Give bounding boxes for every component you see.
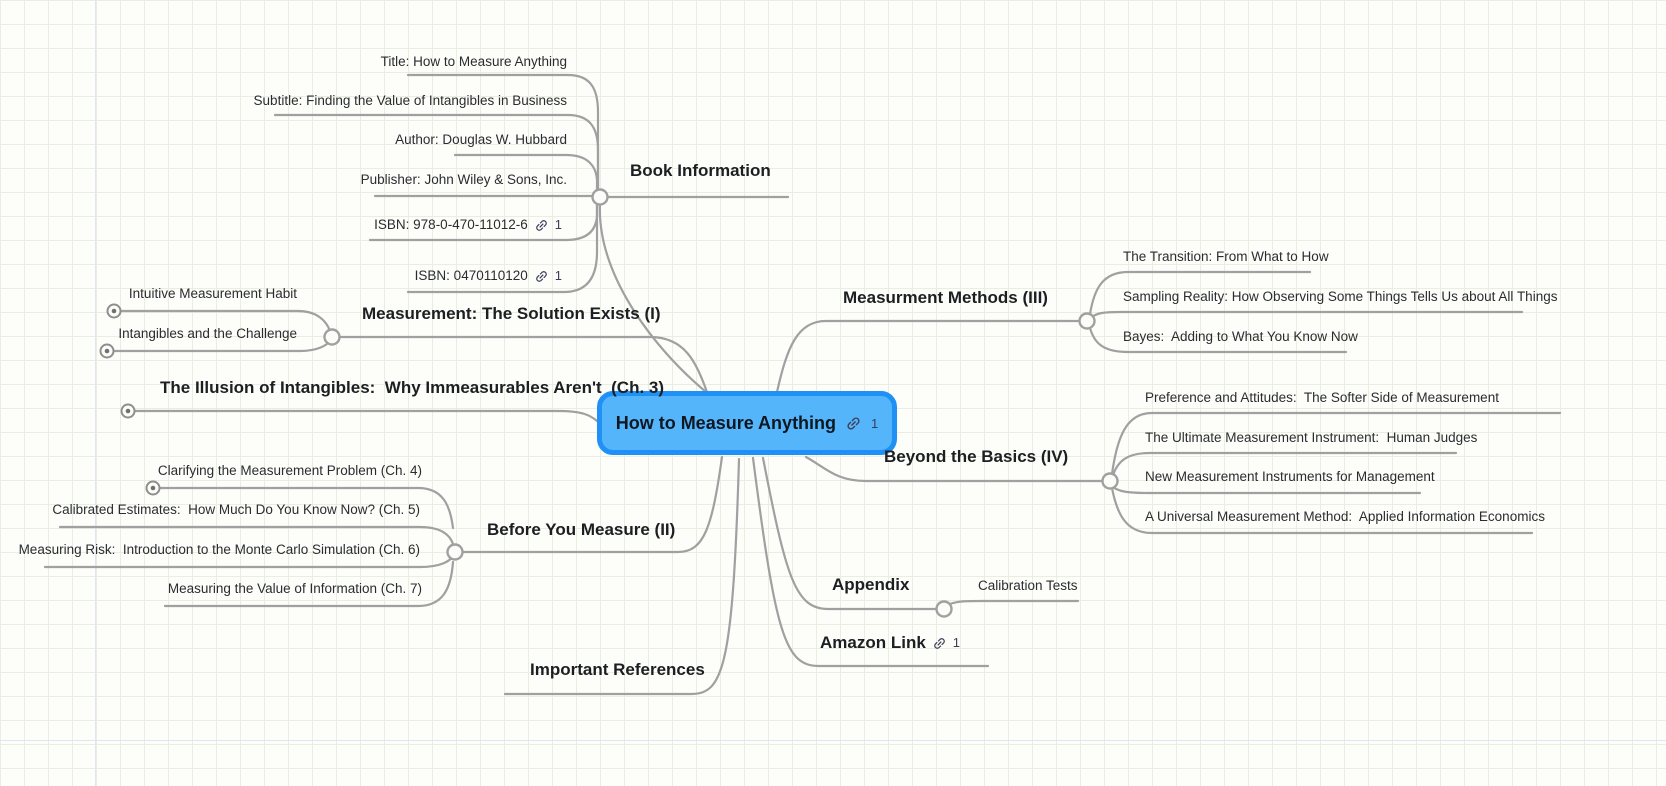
- connector: [775, 319, 1087, 394]
- connector: [157, 486, 455, 530]
- connector: [1110, 411, 1562, 476]
- connector: [751, 456, 990, 668]
- branch-important-references[interactable]: Important References: [530, 660, 705, 679]
- connector: [1111, 485, 1422, 495]
- node-intuitive-measurement-habit[interactable]: Intuitive Measurement Habit: [128, 286, 297, 301]
- node-universal-measurement-method[interactable]: A Universal Measurement Method: Applied …: [1145, 509, 1545, 524]
- node-measuring-value-of-information[interactable]: Measuring the Value of Information (Ch. …: [167, 581, 422, 596]
- node-publisher[interactable]: Publisher: John Wiley & Sons, Inc.: [360, 172, 567, 187]
- node-new-measurement-instruments[interactable]: New Measurement Instruments for Manageme…: [1145, 469, 1435, 484]
- connector: [406, 73, 600, 192]
- connector: [132, 409, 599, 423]
- connector: [503, 457, 741, 696]
- branch-beyond-the-basics[interactable]: Beyond the Basics (IV): [884, 447, 1069, 466]
- connector: [1088, 270, 1312, 316]
- node-calibrated-estimates[interactable]: Calibrated Estimates: How Much Do You Kn…: [52, 502, 420, 517]
- page-guide-horizontal: [0, 740, 1666, 741]
- node-isbn-13-label: ISBN: 978-0-470-11012-6: [374, 217, 528, 232]
- branch-hub[interactable]: [591, 188, 609, 206]
- connector: [453, 455, 724, 554]
- link-icon[interactable]: [534, 269, 549, 284]
- node-intangibles-and-the-challenge[interactable]: Intangibles and the Challenge: [118, 326, 297, 341]
- node-preference-and-attitudes[interactable]: Preference and Attitudes: The Softer Sid…: [1145, 390, 1499, 405]
- branch-amazon-link-label: Amazon Link: [820, 633, 926, 652]
- collapsed-node-indicator[interactable]: [120, 403, 136, 419]
- branch-book-information[interactable]: Book Information: [630, 161, 771, 180]
- node-calibration-tests[interactable]: Calibration Tests: [978, 578, 1078, 593]
- node-subtitle[interactable]: Subtitle: Finding the Value of Intangibl…: [253, 93, 567, 108]
- connector: [1090, 310, 1524, 319]
- link-count: 1: [554, 268, 562, 283]
- connector: [948, 599, 1080, 606]
- node-isbn-10[interactable]: ISBN: 0470110120 1: [415, 267, 562, 285]
- connector: [118, 309, 332, 333]
- branch-illusion-of-intangibles[interactable]: The Illusion of Intangibles: Why Immeasu…: [160, 378, 665, 397]
- link-icon[interactable]: [932, 636, 947, 651]
- connector: [598, 202, 708, 394]
- connector: [1088, 326, 1348, 354]
- root-node[interactable]: How to Measure Anything 1: [597, 391, 897, 455]
- connector: [273, 113, 600, 192]
- connector: [1110, 486, 1534, 535]
- connector: [58, 525, 455, 546]
- node-isbn-10-label: ISBN: 0470110120: [414, 268, 528, 283]
- branch-measurement-methods[interactable]: Measurment Methods (III): [843, 288, 1048, 307]
- collapsed-node-indicator[interactable]: [145, 480, 161, 496]
- branch-before-you-measure[interactable]: Before You Measure (II): [487, 520, 676, 539]
- node-title[interactable]: Title: How to Measure Anything: [380, 54, 567, 69]
- branch-hub[interactable]: [935, 600, 953, 618]
- root-node-label: How to Measure Anything: [615, 412, 837, 433]
- branch-hub[interactable]: [446, 543, 464, 561]
- connector: [453, 153, 599, 195]
- connector: [1111, 451, 1458, 477]
- branch-hub[interactable]: [1101, 472, 1119, 490]
- node-measuring-risk[interactable]: Measuring Risk: Introduction to the Mont…: [18, 542, 420, 557]
- node-author[interactable]: Author: Douglas W. Hubbard: [395, 132, 567, 147]
- connector: [406, 201, 599, 294]
- node-isbn-13[interactable]: ISBN: 978-0-470-11012-6 1: [374, 216, 562, 234]
- branch-solution-exists[interactable]: Measurement: The Solution Exists (I): [362, 304, 661, 323]
- link-icon[interactable]: [845, 415, 862, 432]
- collapsed-node-indicator[interactable]: [99, 343, 115, 359]
- connector: [163, 560, 455, 608]
- branch-appendix[interactable]: Appendix: [832, 575, 910, 594]
- node-ultimate-measurement-instrument[interactable]: The Ultimate Measurement Instrument: Hum…: [1145, 430, 1478, 445]
- node-the-transition[interactable]: The Transition: From What to How: [1123, 249, 1329, 264]
- link-count: 1: [554, 217, 562, 232]
- branch-hub[interactable]: [1078, 312, 1096, 330]
- link-icon[interactable]: [534, 218, 549, 233]
- page-guide-vertical: [95, 0, 96, 786]
- node-bayes[interactable]: Bayes: Adding to What You Know Now: [1123, 329, 1358, 344]
- connector: [330, 335, 709, 394]
- branch-hub[interactable]: [323, 328, 341, 346]
- connector: [804, 455, 1110, 483]
- link-count: 1: [952, 635, 961, 650]
- link-count: 1: [871, 415, 879, 431]
- collapsed-node-indicator[interactable]: [106, 303, 122, 319]
- node-sampling-reality[interactable]: Sampling Reality: How Observing Some Thi…: [1123, 289, 1558, 304]
- branch-amazon-link[interactable]: Amazon Link 1: [820, 632, 960, 654]
- node-clarifying-the-measurement-problem[interactable]: Clarifying the Measurement Problem (Ch. …: [157, 463, 422, 478]
- connector: [761, 456, 944, 611]
